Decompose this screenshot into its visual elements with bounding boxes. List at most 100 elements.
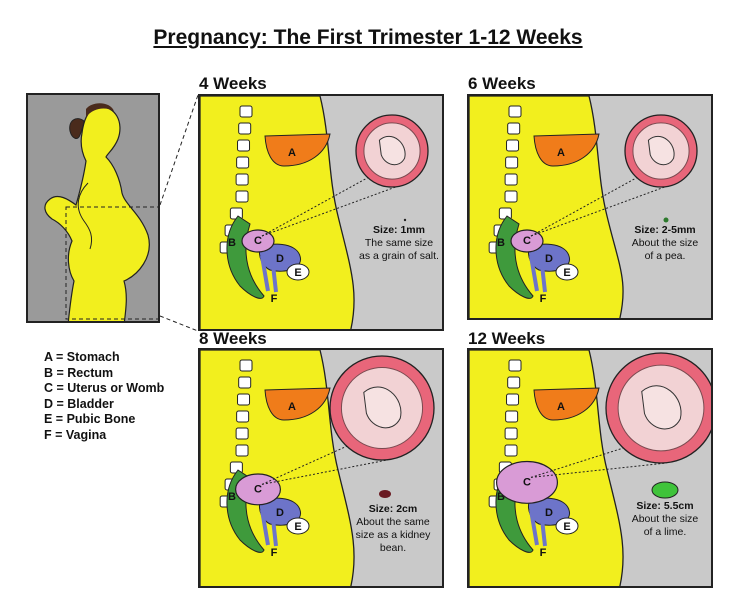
zoom-line: [261, 443, 352, 485]
zoom-line: [261, 459, 388, 485]
label-e: E: [563, 521, 570, 533]
pubic-bone: [286, 263, 310, 281]
spine-vertebra: [237, 393, 251, 406]
vagina-organ: [260, 509, 278, 547]
spine-vertebra: [239, 105, 253, 118]
label-b: B: [497, 237, 505, 249]
label-c: C: [523, 235, 531, 247]
spine-vertebra: [504, 427, 518, 440]
vagina-organ: [260, 255, 278, 293]
panel-label-12-weeks: 12 Weeks: [468, 329, 546, 348]
size-text-12-weeks: Size: 5.5cm About the size of a lime.: [622, 500, 708, 539]
spine-vertebra: [235, 173, 249, 186]
page-title: Pregnancy: The First Trimester 1-12 Week…: [153, 26, 583, 49]
anatomy-6-weeks: A B DE F C: [469, 96, 698, 318]
uterus-organ: [241, 229, 275, 253]
pubic-bone: [286, 517, 310, 535]
spine-vertebra: [507, 122, 521, 135]
spine-vertebra: [506, 139, 520, 152]
size-text-4-weeks: Size: 1mm The same size as a grain of sa…: [354, 224, 444, 263]
size-desc1-6-weeks: About the size: [631, 237, 699, 249]
organ-legend: A = Stomach B = Rectum C = Uterus or Wom…: [44, 350, 164, 443]
panel-label-6-weeks: 6 Weeks: [468, 74, 536, 93]
embryo-figure: [641, 385, 682, 430]
size-desc1-4-weeks: The same size: [364, 237, 434, 249]
legend-item-vagina: F = Vagina: [44, 427, 107, 442]
size-desc1-8-weeks: About the same: [356, 516, 430, 528]
zoom-line: [530, 462, 667, 478]
size-desc2-8-weeks: size as a kidney bean.: [355, 529, 431, 554]
size-desc1-12-weeks: About the size: [631, 513, 699, 525]
spine-vertebra: [507, 376, 521, 389]
pregnant-woman-illustration: [26, 93, 160, 323]
label-f: F: [271, 293, 278, 305]
spine-vertebra: [504, 444, 518, 457]
rectum-organ: [226, 215, 265, 299]
spine-vertebra: [504, 190, 518, 203]
label-f: F: [271, 547, 278, 559]
legend-item-stomach: A = Stomach: [44, 350, 120, 364]
embryo-figure: [647, 135, 675, 166]
panel-label-4-weeks: 4 Weeks: [199, 74, 267, 93]
stomach-organ: [533, 133, 600, 167]
spine-vertebra: [504, 173, 518, 186]
spine-vertebra: [238, 376, 252, 389]
rectum-organ: [495, 215, 534, 299]
spine-vertebra: [508, 359, 522, 372]
stomach-organ: [264, 133, 331, 167]
legend-item-pubic-bone: E = Pubic Bone: [44, 412, 136, 426]
spine-vertebra: [235, 427, 249, 440]
zoom-line: [530, 446, 629, 478]
size-text-6-weeks: Size: 2-5mm About the size of a pea.: [622, 224, 708, 263]
size-desc2-6-weeks: of a pea.: [644, 250, 686, 262]
anatomy-12-weeks: A B DE F C: [469, 350, 711, 586]
label-b: B: [228, 491, 236, 503]
spine-vertebra: [237, 139, 251, 152]
uterus-organ: [510, 229, 544, 253]
label-b: B: [497, 491, 505, 503]
embryo-figure: [363, 386, 402, 429]
size-value-12-weeks: Size: 5.5cm: [636, 500, 694, 512]
zoom-line: [261, 175, 371, 237]
uterus-organ: [496, 460, 558, 504]
label-f: F: [540, 547, 547, 559]
label-f: F: [540, 293, 547, 305]
spine-vertebra: [236, 156, 250, 169]
embryo-figure: [378, 135, 406, 166]
legend-item-bladder: D = Bladder: [44, 396, 114, 411]
pubic-bone: [555, 517, 579, 535]
size-desc2-4-weeks: as a grain of salt.: [359, 250, 439, 262]
spine-vertebra: [236, 410, 250, 423]
uterus-organ: [234, 473, 281, 506]
label-d: D: [545, 507, 553, 519]
label-d: D: [276, 507, 284, 519]
size-value-6-weeks: Size: 2-5mm: [634, 224, 696, 236]
size-text-8-weeks: Size: 2cm About the same size as a kidne…: [342, 503, 444, 555]
vagina-organ: [529, 509, 547, 547]
pubic-bone: [555, 263, 579, 281]
label-e: E: [294, 521, 301, 533]
label-a: A: [288, 147, 296, 159]
stomach-organ: [533, 387, 600, 421]
label-a: A: [557, 401, 565, 413]
size-marker-pea: [663, 217, 669, 223]
label-e: E: [563, 267, 570, 279]
label-c: C: [523, 476, 531, 488]
label-d: D: [545, 253, 553, 265]
vagina-organ: [529, 255, 547, 293]
size-marker-grain: [403, 218, 407, 222]
label-c: C: [254, 235, 262, 247]
spine-vertebra: [505, 156, 519, 169]
legend-item-rectum: B = Rectum: [44, 365, 114, 380]
label-a: A: [557, 147, 565, 159]
spine-vertebra: [506, 393, 520, 406]
size-value-4-weeks: Size: 1mm: [373, 224, 425, 236]
label-c: C: [254, 483, 262, 495]
